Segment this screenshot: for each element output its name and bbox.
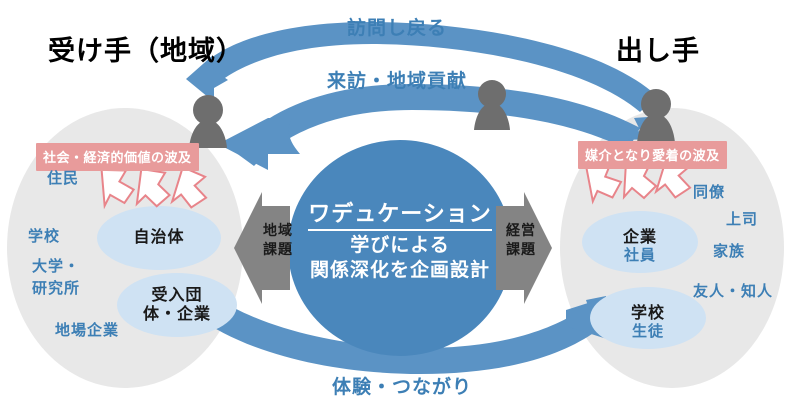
top-outer-arc	[186, 22, 657, 112]
left-ellipse-2-line2: 体・企業	[142, 306, 211, 324]
right-word-doryo: 同僚	[693, 184, 726, 201]
center-line-3: 関係深化を企画設計	[309, 260, 490, 282]
right-ellipse-2-main: 学校	[630, 305, 665, 322]
right-word-yujin: 友人・知人	[693, 283, 774, 300]
right-banner: 媒介となり愛着の波及	[578, 141, 727, 169]
right-ellipse-1-label: 企業 社員	[592, 228, 688, 265]
gray-arrow-left-text: 地域 課題	[250, 221, 306, 259]
right-ellipse-2-sub: 生徒	[631, 323, 664, 341]
person-icon-right	[637, 89, 675, 143]
right-ellipse-2-label: 学校 生徒	[600, 304, 696, 341]
person-icon-left	[189, 95, 227, 148]
right-word-kazoku: 家族	[713, 243, 746, 260]
right-ellipse-1	[582, 211, 698, 273]
person-icon-center	[474, 80, 510, 130]
center-heading-wrap: ワデュケーション	[286, 200, 514, 231]
gray-arrow-right	[496, 192, 552, 304]
gray-arrow-left-line2: 課題	[263, 240, 293, 257]
title-left: 受け手（地域）	[48, 36, 244, 66]
left-word-daigaku: 大学・	[32, 258, 81, 275]
gray-arrow-left-line1: 地域	[263, 222, 293, 238]
left-ellipse-2-label: 受入団 体・企業	[117, 286, 237, 324]
flow-label-bottom: 体験・つながり	[332, 377, 473, 398]
left-ellipse-1	[97, 206, 221, 270]
left-ellipse-2-line1: 受入団	[151, 287, 203, 304]
title-right: 出し手	[616, 36, 700, 66]
left-word-gakko: 学校	[28, 228, 61, 245]
right-ellipse-2	[590, 287, 706, 349]
left-incoming-arrowhead	[218, 118, 300, 170]
left-word-jibakigyo: 地場企業	[55, 322, 120, 339]
right-ellipse-1-sub: 社員	[623, 247, 656, 265]
gray-arrow-right-text: 経営 課題	[493, 221, 549, 259]
right-word-joshi: 上司	[726, 211, 759, 228]
gray-arrow-right-line1: 経営	[506, 222, 536, 238]
left-word-jumin: 住民	[47, 170, 80, 187]
gray-arrow-left	[234, 192, 290, 304]
flow-label-top-inner: 来訪・地域貢献	[327, 71, 468, 92]
right-ellipse-1-main: 企業	[622, 229, 657, 246]
center-line-2: 学びによる	[350, 234, 450, 256]
center-text-block: ワデュケーション 学びによる 関係深化を企画設計	[286, 200, 514, 283]
gray-arrow-right-line2: 課題	[506, 240, 536, 257]
flow-label-top-outer: 訪問し戻る	[347, 18, 448, 39]
center-circle	[288, 140, 512, 356]
left-red-arrows	[100, 165, 208, 210]
left-banner: 社会・経済的価値の波及	[36, 143, 199, 171]
center-heading: ワデュケーション	[308, 200, 492, 231]
left-ellipse-2	[117, 273, 237, 337]
left-word-kenkyujo: 研究所	[32, 280, 81, 297]
left-ellipse-1-label: 自治体	[133, 229, 185, 246]
